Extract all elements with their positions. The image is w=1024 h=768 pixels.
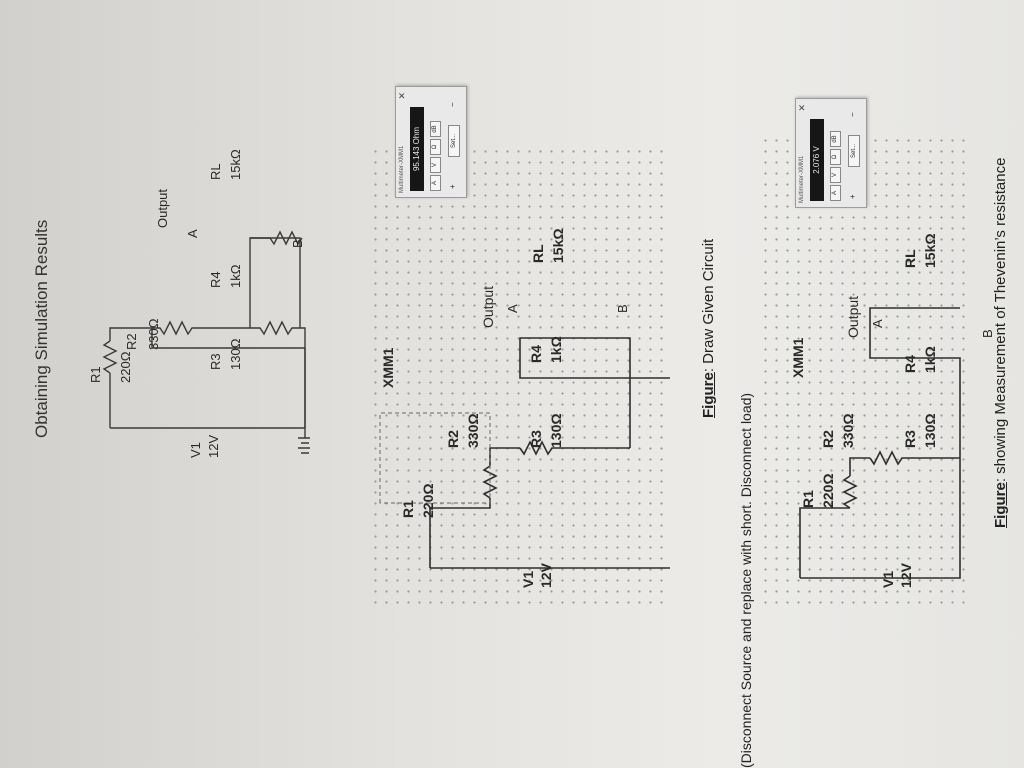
circuit-sketch (102, 230, 310, 454)
f1-r1-label: R1 (400, 500, 416, 518)
xmm1-box-1 (379, 412, 491, 504)
mm2-btn-db[interactable]: dB (830, 131, 841, 147)
mm2-btn-a[interactable]: A (830, 185, 841, 201)
f2-rl-value: 15kΩ (922, 233, 938, 268)
f1-r4-label: R4 (528, 345, 544, 363)
mm1-plus-icon: + (448, 184, 457, 189)
mm2-minus-icon: − (848, 112, 857, 117)
mm2-btn-ohm[interactable]: Ω (830, 149, 841, 165)
f2-rl-label: RL (902, 249, 918, 268)
f2-r1-label: R1 (800, 490, 816, 508)
f1-output-label: Output (480, 285, 496, 328)
mm1-display: 95.143 Ohm (410, 107, 424, 191)
f1-r2-value: 330Ω (465, 413, 481, 448)
f2-r3-label: R3 (902, 430, 918, 448)
f1-r1-value: 220Ω (420, 483, 436, 518)
figure1-caption: Figure: Draw Given Circuit (700, 239, 717, 418)
sketch-r3-label: R3 (208, 353, 223, 370)
sketch-r1-label: R1 (88, 366, 103, 383)
mm1-close-icon[interactable]: ✕ (397, 92, 407, 100)
sketch-r2-value: 330Ω (146, 318, 161, 350)
page-heading: Obtaining Simulation Results (32, 219, 51, 438)
r2-zigzag (152, 320, 250, 336)
figure1-caption-text: : Draw Given Circuit (700, 238, 717, 373)
mm2-title: Multimeter-XMM1 (799, 155, 805, 203)
sketch-r4-label: R4 (208, 271, 223, 288)
f1-rl-label: RL (530, 244, 546, 263)
f1-r3-value: 130Ω (548, 413, 564, 448)
sketch-v1-label: V1 (188, 442, 203, 458)
f2-r1-value: 220Ω (820, 473, 836, 508)
sketch-rl-value: 15kΩ (228, 149, 243, 180)
r4-zigzag (269, 230, 303, 246)
sketch-r4-value: 1kΩ (228, 264, 243, 288)
r1-zigzag (102, 340, 118, 374)
mm1-btn-db[interactable]: dB (430, 121, 441, 137)
figure2-caption-label: Figure (992, 482, 1009, 528)
r3-zigzag (250, 320, 306, 428)
mm2-display: 2.076 V (810, 119, 824, 201)
f2-v1-value: 12V (898, 563, 914, 588)
f2-output-label: Output (845, 295, 861, 338)
f1-r4-value: 1kΩ (548, 336, 564, 363)
circuit-figure2 (799, 307, 961, 579)
f2-r2-label: R2 (820, 430, 836, 448)
f1-v1-value: 12V (538, 563, 554, 588)
sketch-r3-value: 130Ω (228, 338, 243, 370)
f2-r2-zigzag (869, 450, 960, 466)
figure1-caption-label: Figure (700, 372, 717, 418)
mm1-title: Multimeter-XMM1 (399, 145, 405, 193)
f1-v1-label: V1 (520, 570, 536, 588)
mm2-btn-v[interactable]: V (830, 167, 841, 183)
mm2-set-button[interactable]: Set... (848, 135, 860, 167)
sketch-output-label: Output (155, 188, 170, 228)
f1-node-a: A (505, 304, 520, 313)
sketch-v1-value: 12V (206, 434, 221, 458)
mm1-minus-icon: − (448, 102, 457, 107)
f2-xmm-label: XMM1 (790, 337, 806, 378)
f1-r1-zigzag (482, 465, 498, 499)
sketch-rl-label: RL (208, 163, 223, 180)
figure2-note: (Disconnect Source and replace with shor… (738, 392, 754, 768)
f2-r1-zigzag (842, 475, 858, 509)
f1-rl-value: 15kΩ (550, 228, 566, 263)
f1-r2-label: R2 (445, 430, 461, 448)
figure2-caption: Figure: showing Measurement of Thevenin’… (992, 158, 1009, 528)
sketch-r1-value: 220Ω (118, 351, 133, 383)
f1-r3-label: R3 (528, 430, 544, 448)
figure2-caption-text: : showing Measurement of Thevenin’s resi… (992, 157, 1009, 483)
f2-node-a: A (870, 319, 885, 328)
mm2-close-icon[interactable]: ✕ (797, 104, 807, 112)
mm1-btn-v[interactable]: V (430, 157, 441, 173)
f2-r4-label: R4 (902, 355, 918, 373)
mm1-btn-ohm[interactable]: Ω (430, 139, 441, 155)
sketch-node-a: A (185, 229, 200, 238)
multimeter-panel-1[interactable]: Multimeter-XMM1 ✕ 95.143 Ohm A V Ω dB Se… (395, 86, 467, 198)
mm1-set-button[interactable]: Set... (448, 125, 460, 157)
f1-r2-zigzag (519, 440, 630, 456)
mm2-plus-icon: + (848, 194, 857, 199)
f2-r2-value: 330Ω (840, 413, 856, 448)
multimeter-panel-2[interactable]: Multimeter-XMM1 ✕ 2.076 V A V Ω dB Set..… (795, 98, 867, 208)
sketch-node-b: B (290, 239, 305, 248)
f2-r4-value: 1kΩ (922, 346, 938, 373)
sketch-r2-label: R2 (124, 333, 139, 350)
f2-v1-label: V1 (880, 570, 896, 588)
f2-r3-value: 130Ω (922, 413, 938, 448)
circuit-figure1 (379, 337, 670, 569)
f1-xmm-label: XMM1 (380, 347, 396, 388)
f1-node-b: B (615, 304, 630, 313)
mm1-btn-a[interactable]: A (430, 175, 441, 191)
